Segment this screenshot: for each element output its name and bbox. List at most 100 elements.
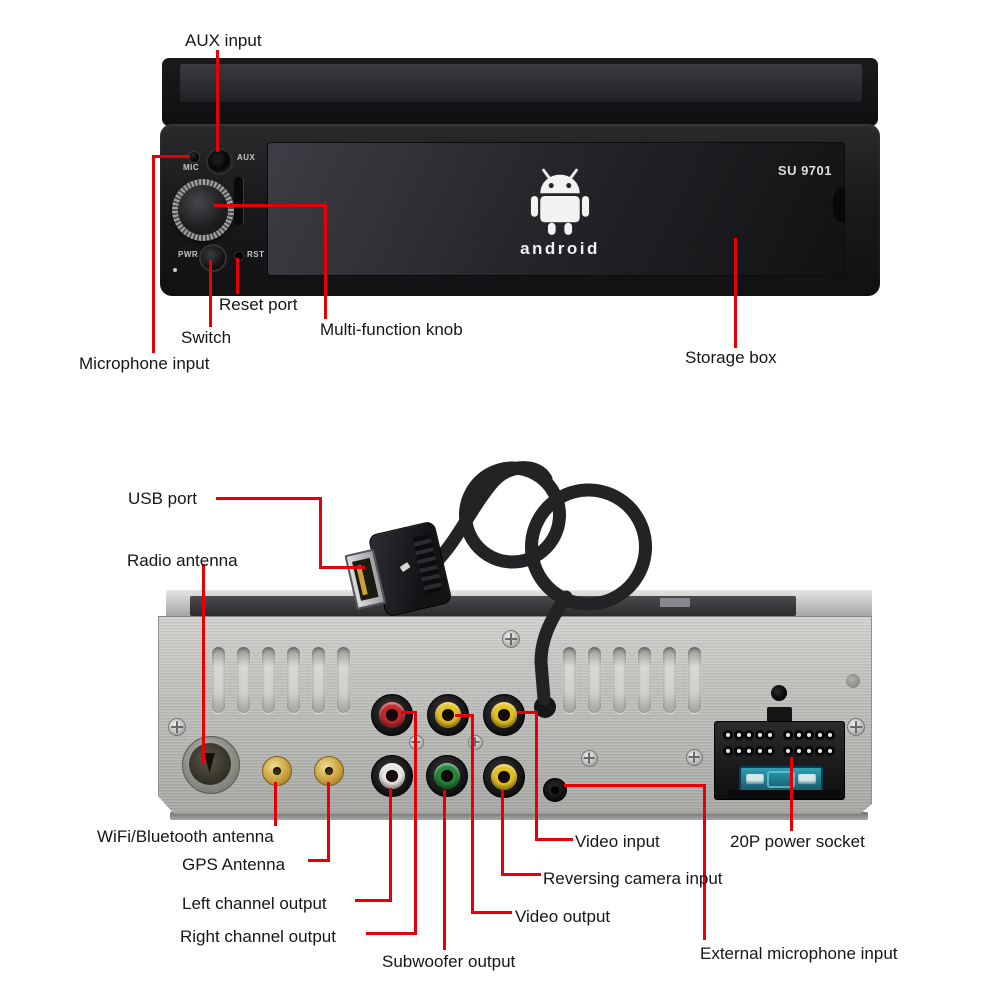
rear-chassis-recess	[190, 596, 796, 616]
socket-pin	[726, 733, 730, 737]
fuse-element-left	[746, 774, 764, 784]
callout-line-wifi	[274, 782, 277, 826]
rca-subwoofer	[426, 755, 468, 797]
label-external-microphone-input: External microphone input	[700, 944, 898, 963]
rca-right-channel	[371, 694, 413, 736]
socket-pin	[817, 749, 822, 753]
vent-slot	[237, 647, 250, 713]
label-multi-function-knob: Multi-function knob	[320, 320, 463, 339]
reset-hole	[234, 251, 244, 261]
callout-line-reset	[236, 258, 239, 294]
callout-line-gps-h	[308, 859, 330, 862]
rear-panel-bottom-edge	[170, 812, 868, 820]
multi-function-knob-face	[178, 185, 228, 235]
label-radio-antenna: Radio antenna	[127, 551, 238, 570]
android-wordmark: android	[520, 239, 600, 258]
socket-pin	[736, 733, 741, 737]
aux-panel-label: AUX	[237, 153, 256, 162]
power-socket-lip	[728, 790, 840, 799]
corner-highlight-dot	[173, 268, 177, 272]
screw-icon	[685, 748, 703, 766]
vent-slot	[663, 647, 676, 713]
socket-pin	[786, 733, 790, 737]
callout-line-aux-input	[216, 50, 219, 152]
callout-line-reversing-v	[501, 790, 504, 876]
callout-line-switch	[209, 260, 212, 327]
callout-line-reversing-h	[501, 873, 541, 876]
callout-line-usb-h2	[319, 566, 365, 569]
screw-icon	[847, 718, 865, 736]
label-subwoofer-output: Subwoofer output	[382, 952, 516, 971]
screw-icon	[502, 630, 520, 648]
label-20p-power-socket: 20P power socket	[730, 832, 865, 851]
power-button	[199, 244, 227, 272]
socket-pin	[828, 733, 832, 737]
socket-pin	[786, 749, 790, 753]
vent-slot	[688, 647, 701, 713]
rca-reversing-camera	[483, 756, 525, 798]
vent-slot	[638, 647, 651, 713]
socket-pin	[747, 733, 751, 737]
socket-pin	[807, 733, 811, 737]
label-aux-input: AUX input	[185, 31, 262, 50]
callout-line-videoout-h2	[471, 911, 512, 914]
rca-left-channel	[371, 755, 413, 797]
pwr-panel-label: PWR	[178, 250, 199, 259]
external-microphone-jack	[543, 778, 567, 802]
fuse-element-right	[798, 774, 816, 784]
rear-gray-plug	[846, 674, 860, 688]
callout-line-rightch-v	[414, 711, 417, 935]
callout-line-mic-v	[152, 155, 155, 353]
android-robot-icon	[530, 168, 590, 235]
label-right-channel-output: Right channel output	[180, 927, 336, 946]
label-microphone-input: Microphone input	[79, 354, 210, 373]
callout-line-subwoofer	[443, 790, 446, 950]
rear-small-hole	[771, 685, 787, 701]
socket-pin	[768, 749, 772, 753]
label-reset-port: Reset port	[219, 295, 298, 314]
callout-line-videoout-v	[471, 714, 474, 914]
vent-slot	[262, 647, 275, 713]
callout-line-extmic-v	[703, 784, 706, 940]
label-video-input: Video input	[575, 832, 660, 851]
fuse-element-center	[767, 771, 795, 788]
vent-slot	[588, 647, 601, 713]
vent-slot	[212, 647, 225, 713]
label-reversing-camera-input: Reversing camera input	[543, 869, 723, 888]
socket-pin	[747, 749, 751, 753]
radio-antenna-connector-key	[204, 753, 215, 773]
label-switch: Switch	[181, 328, 232, 347]
socket-pin	[796, 749, 801, 753]
callout-line-storage	[734, 238, 737, 348]
screw-icon	[467, 734, 483, 750]
callout-line-mic-h	[152, 155, 190, 158]
aux-port	[206, 148, 233, 175]
rear-chassis-tab	[660, 598, 690, 607]
rca-video-input	[483, 694, 525, 736]
label-video-output: Video output	[515, 907, 611, 926]
vent-slot	[312, 647, 325, 713]
callout-line-rightch-h1	[401, 711, 417, 714]
label-storage-box: Storage box	[685, 348, 777, 367]
callout-line-20p	[790, 757, 793, 831]
socket-pin	[736, 749, 741, 753]
socket-pin	[757, 749, 762, 753]
gps-antenna-connector	[314, 756, 344, 786]
power-socket-latch	[767, 707, 792, 724]
callout-line-extmic-h	[564, 784, 706, 787]
socket-pin	[768, 733, 772, 737]
vent-slot	[287, 647, 300, 713]
socket-pin	[828, 749, 832, 753]
vent-slot	[613, 647, 626, 713]
socket-pin	[807, 749, 811, 753]
callout-line-gps-v	[327, 782, 330, 862]
socket-pin	[726, 749, 730, 753]
rst-panel-label: RST	[247, 250, 265, 259]
door-finger-notch	[833, 187, 845, 223]
vent-slot	[563, 647, 576, 713]
callout-line-radio-antenna	[202, 564, 205, 764]
callout-line-videoin-v	[535, 711, 538, 841]
callout-line-videoin-h2	[535, 838, 573, 841]
screw-icon	[168, 718, 186, 736]
